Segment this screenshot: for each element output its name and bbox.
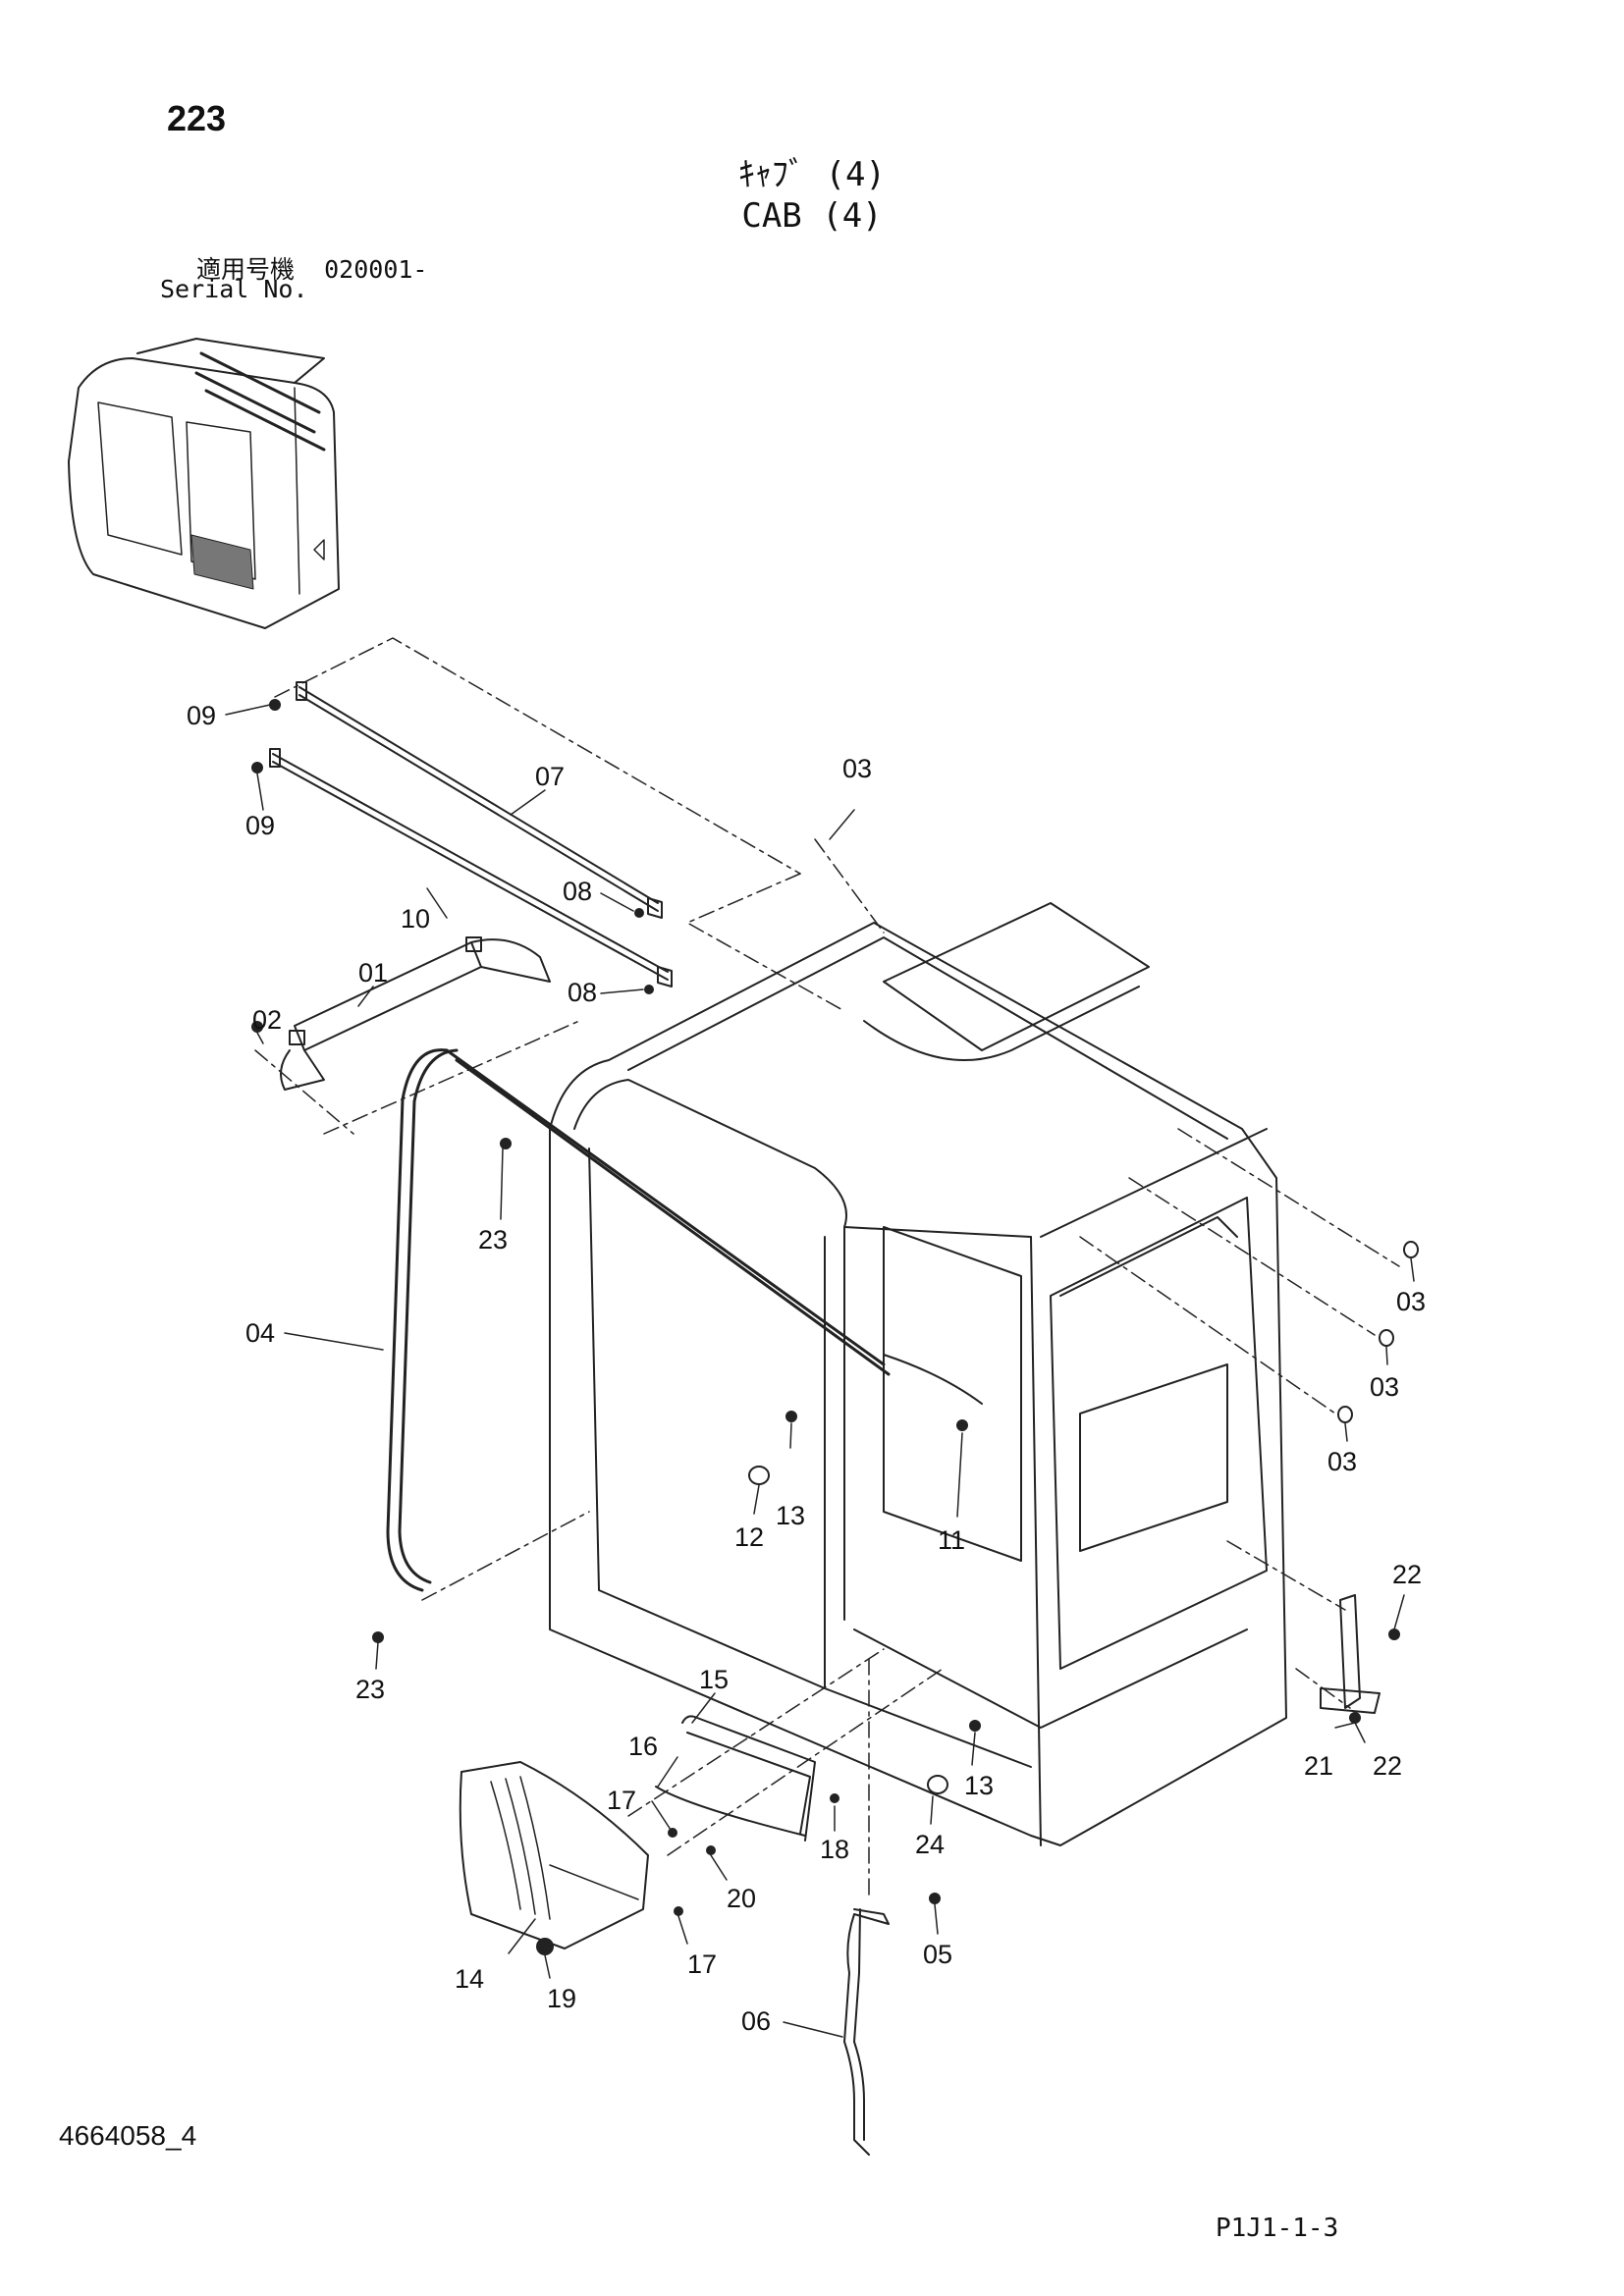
callout-07: 07 — [535, 762, 565, 791]
leader-lines — [225, 704, 1415, 2038]
callout-03: 03 — [1370, 1372, 1399, 1402]
callout-06: 06 — [741, 2006, 771, 2036]
callout-23: 23 — [355, 1675, 385, 1704]
serial-value: 020001- — [324, 255, 428, 284]
cable-06 — [843, 1908, 890, 2156]
bracket-21 — [1320, 1594, 1380, 1714]
callout-03: 03 — [1327, 1447, 1357, 1476]
callout-22: 22 — [1373, 1751, 1402, 1781]
callout-02: 02 — [252, 1005, 282, 1035]
callout-24: 24 — [915, 1830, 945, 1859]
rod-10 — [269, 748, 673, 988]
callout-08: 08 — [568, 978, 597, 1007]
callout-17: 17 — [687, 1949, 717, 1979]
callout-17: 17 — [607, 1786, 636, 1815]
callouts: 09 09 07 10 08 08 03 01 02 23 04 03 03 0… — [187, 701, 1426, 2036]
title-japanese: ｷｬﾌﾞ (4) — [738, 155, 886, 194]
page-code: P1J1-1-3 — [1216, 2214, 1339, 2243]
assembly-dashed-lines — [254, 637, 1400, 1896]
cab-thumbnail — [68, 338, 340, 629]
callout-09: 09 — [187, 701, 216, 730]
document-code: 4664058_4 — [59, 2120, 197, 2151]
callout-21: 21 — [1304, 1751, 1333, 1781]
fasteners — [251, 699, 1400, 1955]
callout-03: 03 — [842, 754, 872, 783]
bracket-01 — [280, 936, 551, 1091]
callout-08: 08 — [563, 877, 592, 906]
callout-16: 16 — [628, 1732, 658, 1761]
callout-22: 22 — [1392, 1560, 1422, 1589]
callout-19: 19 — [547, 1984, 576, 2013]
callout-10: 10 — [401, 904, 430, 934]
callout-03: 03 — [1396, 1287, 1426, 1316]
callout-04: 04 — [245, 1318, 275, 1348]
handrail-04 — [386, 1048, 891, 1592]
serial-label-japanese: 適用号機 020001- — [196, 250, 427, 286]
callout-23: 23 — [478, 1225, 508, 1255]
cab-frame — [549, 902, 1287, 1846]
callout-01: 01 — [358, 958, 388, 988]
callout-14: 14 — [455, 1964, 484, 1994]
title-english: CAB (4) — [741, 196, 883, 236]
callout-13: 13 — [776, 1501, 805, 1530]
callout-13: 13 — [964, 1771, 994, 1800]
callout-11: 11 — [938, 1525, 965, 1555]
step-cover-14 — [459, 1761, 649, 1949]
page-number: 223 — [167, 98, 227, 138]
callout-09: 09 — [245, 811, 275, 840]
serial-label-jp: 適用号機 — [196, 255, 296, 284]
callout-12: 12 — [734, 1522, 764, 1552]
callout-20: 20 — [727, 1884, 756, 1913]
serial-label-english: Serial No. — [160, 275, 308, 303]
callout-15: 15 — [699, 1665, 729, 1694]
rod-07 — [296, 681, 663, 919]
callout-18: 18 — [820, 1835, 849, 1864]
grommets — [748, 1241, 1419, 1794]
callout-05: 05 — [923, 1940, 952, 1969]
seal-15-16 — [655, 1715, 816, 1842]
